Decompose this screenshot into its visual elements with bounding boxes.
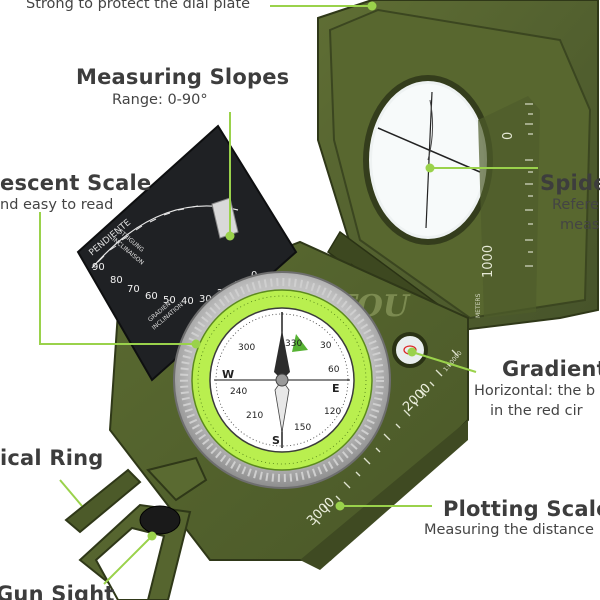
lid-callout-subtitle: Strong to protect the dial plate: [26, 0, 251, 12]
dial-letter: S: [272, 434, 280, 447]
magnifier-lens: [139, 505, 181, 535]
gradienter-callout-subtitle-1: Horizontal: the b: [474, 383, 596, 399]
gunsight-callout-title: Gun Sight: [0, 582, 115, 600]
dial-number: 150: [294, 423, 311, 433]
ring-callout-title: ical Ring: [0, 446, 104, 470]
leader-lines: [39, 5, 538, 585]
dial-number: 240: [230, 387, 247, 397]
dial-number: 120: [324, 407, 341, 417]
leader-dots: [147, 1, 435, 541]
dial-number: 60: [328, 365, 340, 375]
dial-number: 330: [285, 339, 302, 349]
fluorescent-callout-subtitle: nd easy to read: [0, 197, 114, 213]
clino-number: 90: [92, 262, 105, 273]
spider-callout-subtitle-1: Refere: [552, 197, 599, 213]
clino-number: 70: [127, 284, 140, 295]
slopes-callout-subtitle: Range: 0-90°: [112, 92, 208, 108]
plotting-callout-title: Plotting Scale: [443, 497, 600, 521]
dial-letter: W: [222, 368, 234, 381]
dial-number: 210: [246, 411, 263, 421]
compass-lid: 0 1000 METERS: [317, 0, 599, 332]
fluorescent-callout-title: escent Scale: [0, 171, 152, 195]
north-arrow-icon: [292, 334, 308, 352]
spider-callout-title: Spide: [540, 171, 600, 195]
clino-number: 30: [199, 294, 212, 305]
rear-sight: [64, 456, 208, 600]
dial-number: 300: [238, 343, 255, 353]
gradienter-callout-subtitle-2: in the red cir: [490, 403, 583, 419]
dial-numbers: 330 30 60 120 150 210 240 300: [230, 339, 341, 433]
clino-number: 80: [110, 275, 123, 286]
dial-letter: E: [332, 382, 340, 395]
plotting-callout-subtitle: Measuring the distance: [424, 522, 594, 538]
slopes-callout-title: Measuring Slopes: [76, 65, 290, 89]
dial-number: 30: [320, 341, 332, 351]
clino-number: 50: [163, 295, 176, 306]
gradienter-callout-title: Gradiente: [502, 357, 600, 381]
clino-pointer: [211, 197, 239, 239]
lid-scale-zero: 0: [501, 132, 516, 140]
lid-scale-1000: 1000: [481, 245, 496, 278]
clino-number: 40: [181, 296, 194, 307]
spider-callout-subtitle-2: meas: [560, 217, 600, 233]
compass-dial: 330 30 60 120 150 210 240 300 E S W: [173, 271, 391, 489]
lid-units-label: METERS: [475, 293, 482, 318]
dial-letters: E S W: [222, 368, 340, 447]
clino-number: 60: [145, 291, 158, 302]
clinometer-plate: PENDIENTE STEIGUNG INCLINAISON 90 80 70 …: [76, 124, 298, 382]
